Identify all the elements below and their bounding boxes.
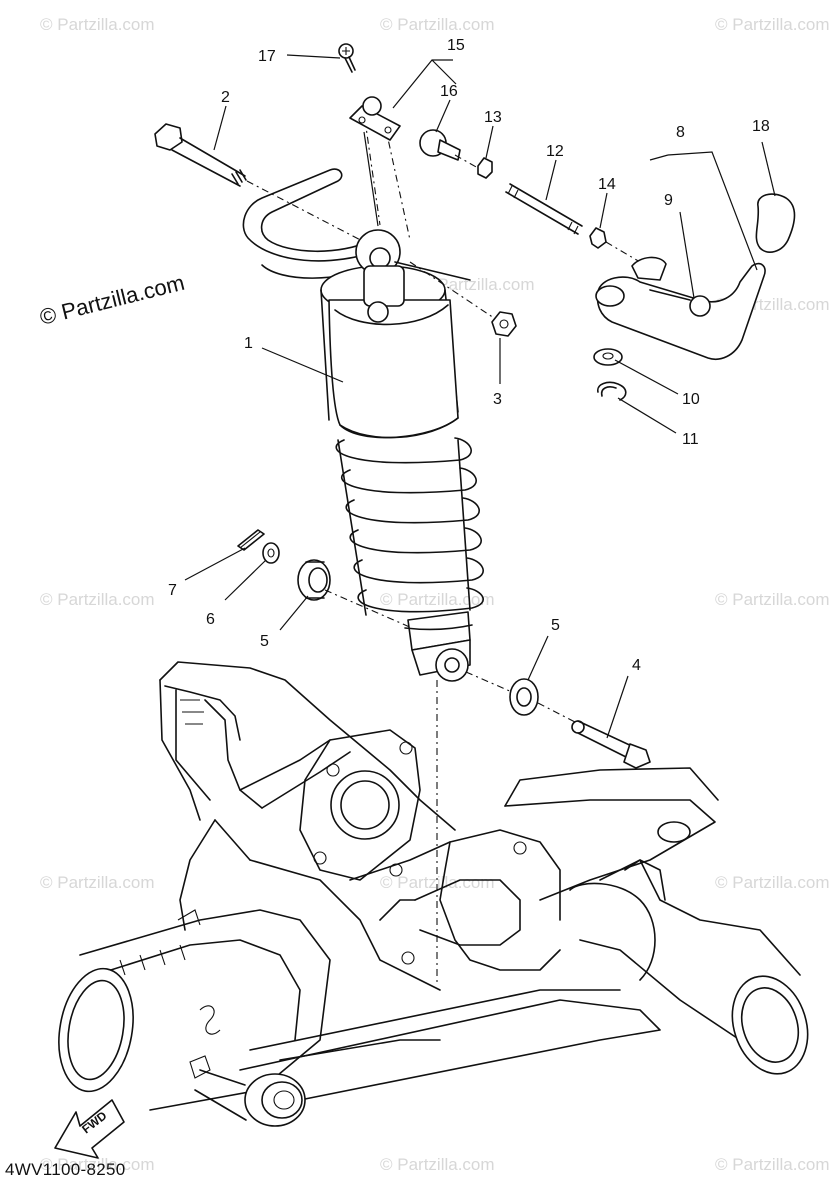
callout-4: 4 bbox=[632, 657, 641, 674]
callout-15: 15 bbox=[447, 37, 465, 54]
part-15-clamp bbox=[349, 96, 401, 141]
part-4-pin bbox=[571, 720, 651, 769]
part-18-knob bbox=[755, 193, 796, 253]
watermark-main: © Partzilla.com bbox=[37, 270, 187, 330]
rear-axle-housing bbox=[58, 661, 809, 1127]
centerline bbox=[605, 241, 641, 263]
centerline bbox=[364, 119, 381, 226]
watermark: © Partzilla.com bbox=[380, 873, 495, 892]
watermark: © Partzilla.com bbox=[40, 1155, 155, 1174]
watermarks: © Partzilla.com © Partzilla.com © Partzi… bbox=[37, 15, 829, 1174]
centerline bbox=[384, 124, 411, 241]
part-14-nut bbox=[589, 227, 607, 249]
callout-11-text: 11 bbox=[682, 431, 699, 448]
watermark: © Partzilla.com bbox=[40, 873, 155, 892]
part-3-nut bbox=[491, 311, 517, 337]
part-11-circlip bbox=[597, 381, 627, 401]
forward-direction-arrow: FWD bbox=[54, 1099, 125, 1159]
callout-3: 3 bbox=[493, 391, 502, 408]
diagram-code: 4WV1100-8250 bbox=[5, 1160, 126, 1179]
callout-14: 14 bbox=[598, 176, 616, 193]
watermark: © Partzilla.com bbox=[40, 590, 155, 609]
part-17-screw bbox=[338, 43, 356, 73]
leader-lines bbox=[184, 54, 776, 739]
part-13-nut bbox=[477, 157, 493, 179]
watermark: © Partzilla.com bbox=[40, 15, 155, 34]
centerline bbox=[465, 671, 513, 693]
watermark: © Partzilla.com bbox=[715, 590, 830, 609]
callout-1: 1 bbox=[244, 335, 253, 352]
part-16-fitting bbox=[419, 129, 461, 161]
part-12-rod bbox=[505, 183, 583, 235]
callout-16: 16 bbox=[440, 83, 458, 100]
callout-17: 17 bbox=[258, 48, 276, 65]
callout-8: 8 bbox=[676, 124, 685, 141]
part-10-washer bbox=[593, 348, 623, 366]
callout-7: 7 bbox=[168, 582, 177, 599]
callout-5-left: 5 bbox=[260, 633, 269, 650]
centerline bbox=[454, 154, 479, 169]
watermark: © Partzilla.com bbox=[715, 873, 830, 892]
watermark: © Partzilla.com bbox=[715, 1155, 830, 1174]
centerline bbox=[246, 180, 373, 247]
callout-10: 10 bbox=[682, 391, 700, 408]
callout-labels: 17 15 16 13 12 14 2 8 9 18 10 11 1 3 7 6… bbox=[168, 37, 770, 674]
callout-18: 18 bbox=[752, 118, 770, 135]
part-1-shock-absorber bbox=[242, 168, 484, 682]
part-8-lever bbox=[595, 256, 766, 360]
centerline bbox=[537, 702, 576, 723]
callout-6: 6 bbox=[206, 611, 215, 628]
part-5-bushing-left bbox=[297, 559, 331, 601]
callout-13: 13 bbox=[484, 109, 502, 126]
part-6-washer bbox=[262, 542, 280, 564]
part-5-bushing-right bbox=[509, 678, 539, 716]
watermark: © Partzilla.com bbox=[420, 275, 535, 294]
callout-12: 12 bbox=[546, 143, 564, 160]
watermark: © Partzilla.com bbox=[380, 1155, 495, 1174]
callout-9: 9 bbox=[664, 192, 673, 209]
part-7-cotter-pin bbox=[237, 529, 265, 551]
watermark: © Partzilla.com bbox=[380, 15, 495, 34]
callout-5-right: 5 bbox=[551, 617, 560, 634]
callout-2: 2 bbox=[221, 89, 230, 106]
part-2-bolt bbox=[154, 123, 247, 187]
watermark: © Partzilla.com bbox=[715, 15, 830, 34]
centerline bbox=[324, 589, 413, 629]
watermark: © Partzilla.com bbox=[380, 590, 495, 609]
